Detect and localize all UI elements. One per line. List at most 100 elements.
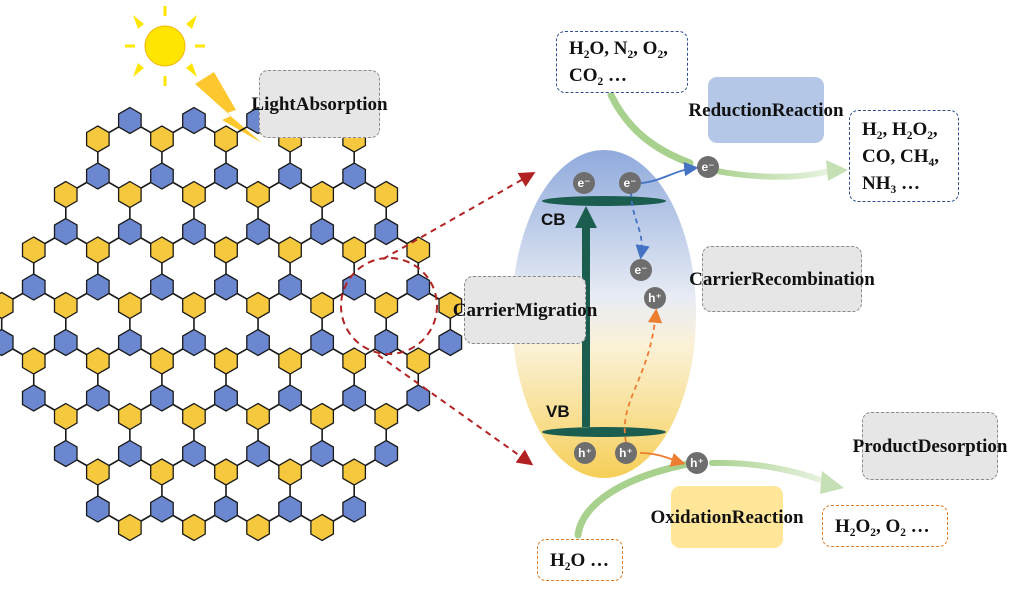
valence-band-line [542,427,666,437]
yellow-node [278,347,302,375]
svg-text:h⁺: h⁺ [690,456,704,470]
blue-node [406,273,431,301]
blue-node [246,217,270,246]
label-line: Migration [514,299,598,321]
semiconductor-particle [512,150,696,478]
reactant-line: CO₂ … [569,65,627,86]
yellow-node [374,180,399,209]
yellow-node [150,125,174,153]
yellow-node [278,458,302,486]
yellow-node [0,291,14,320]
yellow-node [310,513,335,542]
blue-node [182,106,206,135]
hole-vb-2: h⁺ [615,442,637,464]
blue-node [278,162,302,190]
hole-vb-1: h⁺ [574,442,596,464]
blue-node [182,217,206,246]
oxidation-in-arrow [574,460,692,539]
reduction-out-arrow [709,167,835,180]
blue-node [214,384,238,412]
yellow-node [374,402,399,431]
electron-cb-1: e⁻ [573,172,595,194]
cb-label: CB [541,210,566,229]
blue-node [374,328,399,357]
blue-node [85,162,110,190]
yellow-node [85,236,110,264]
blue-node [342,495,367,523]
label-line: Light [251,93,296,115]
blue-node [117,439,142,468]
yellow-node [214,125,238,153]
blue-node [406,384,431,412]
yellow-node [214,347,238,375]
blue-node [310,217,335,246]
yellow-node [342,458,367,486]
label-line: Reduction [688,99,772,121]
yellow-node [438,291,463,320]
oxidation-out-arrowhead [820,471,844,494]
yellow-node [278,236,302,264]
zoom-circle [340,257,438,355]
blue-node [117,328,142,357]
yellow-node [246,180,270,209]
blue-node [310,328,335,357]
electron-transfer-arrow [640,161,699,184]
svg-text:e⁻: e⁻ [577,176,590,190]
blue-node [214,495,238,523]
blue-node [117,217,142,246]
blue-node [150,384,174,412]
yellow-node [182,291,206,320]
yellow-node [182,513,206,542]
yellow-node [310,291,335,320]
hole-transfer-arrow [639,452,686,467]
blue-node [150,495,174,523]
svg-text:e⁻: e⁻ [634,263,647,277]
svg-text:h⁺: h⁺ [619,446,633,460]
label-line: Carrier [689,268,752,290]
conduction-band-line [542,196,666,206]
sun-icon [125,6,205,86]
yellow-node [117,513,142,542]
blue-node [278,273,302,301]
yellow-node [246,402,270,431]
electron-recombining: e⁻ [630,259,652,281]
svg-text:h⁺: h⁺ [648,291,662,305]
yellow-node [85,125,110,153]
product-line: CO, CH₄, [862,145,939,167]
electron-transferred: e⁻ [697,156,719,178]
svg-text:e⁻: e⁻ [701,160,714,174]
light-absorption-label: Light Absorption [251,70,388,138]
blue-node [374,439,399,468]
yellow-node [310,402,335,431]
hole-transferred: h⁺ [686,452,708,474]
blue-node [310,439,335,468]
vb-label: VB [546,402,570,421]
oxidation-reaction-label: Oxidation Reaction [650,486,804,548]
label-line: Reaction [731,506,804,528]
excitation-arrowhead [575,206,597,228]
yellow-node [214,458,238,486]
label-line: Desorption [917,435,1008,457]
blue-node [150,273,174,301]
yellow-node [53,180,78,209]
electron-recombination-arrow [630,191,650,260]
reactant-line: H₂O, N₂, O₂, [569,38,668,59]
yellow-node [53,291,78,320]
blue-node [21,384,46,412]
blue-node [182,328,206,357]
label-line: Absorption [295,93,388,115]
reduction-reactants-box: H₂O, N₂, O₂, CO₂ … [556,31,688,93]
yellow-node [21,347,46,375]
lightning-icon [195,72,262,143]
yellow-node [374,291,399,320]
product-desorption-label: Product Desorption [853,412,1007,480]
electron-cb-2: e⁻ [619,172,641,194]
blue-node [21,273,46,301]
zoom-arrow-top [382,172,536,260]
blue-node [438,328,463,357]
reduction-in-arrow [607,91,694,167]
blue-node [246,439,270,468]
label-line: Reaction [771,99,844,121]
blue-node [342,273,367,301]
